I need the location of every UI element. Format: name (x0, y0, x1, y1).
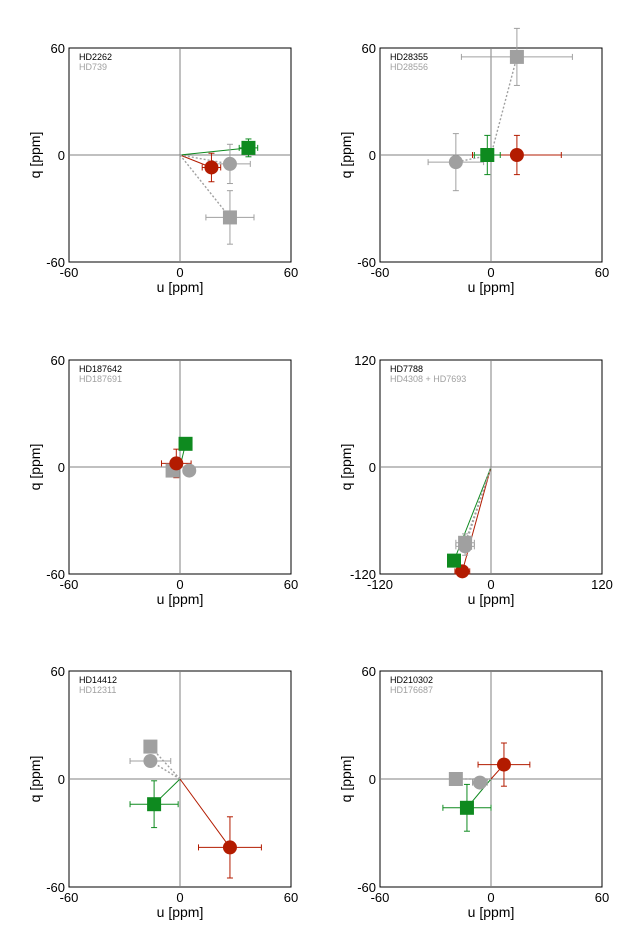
y-tick-label: 60 (362, 664, 376, 679)
x-tick-label: -60 (60, 890, 79, 905)
x-tick-label: 60 (595, 890, 609, 905)
legend-comparison-star: HD12311 (79, 685, 116, 695)
y-tick-label: -60 (357, 880, 376, 895)
x-tick-label: -120 (367, 577, 393, 592)
y-tick-label: 0 (369, 772, 376, 787)
data-point-square (143, 739, 158, 754)
x-tick-label: 0 (176, 265, 183, 280)
y-tick-label: 0 (369, 148, 376, 163)
data-point-square (447, 553, 461, 568)
data-point-square (448, 772, 463, 786)
x-tick-label: 0 (487, 577, 494, 592)
legend-primary-star: HD2262 (79, 52, 112, 62)
x-axis-label: u [ppm] (157, 904, 204, 920)
x-axis-label: u [ppm] (157, 279, 204, 295)
legend-primary-star: HD14412 (79, 675, 117, 685)
x-tick-label: 60 (595, 265, 609, 280)
data-point-circle (169, 456, 184, 471)
y-tick-label: -60 (46, 255, 65, 270)
x-tick-label: 120 (591, 577, 613, 592)
legend-comparison-star: HD176687 (390, 685, 433, 695)
x-tick-label: 0 (176, 577, 183, 592)
legend-comparison-star: HD4308 + HD7693 (390, 374, 466, 384)
x-axis-label: u [ppm] (157, 591, 204, 607)
x-tick-label: 0 (176, 890, 183, 905)
legend-primary-star: HD187642 (79, 364, 122, 374)
panel-6: -60 0 60 60 0 -60 u [ppm] q [ppm] HD210302HD1766… (338, 664, 609, 920)
legend-primary-star: HD28355 (390, 52, 428, 62)
data-point-square (222, 210, 237, 225)
data-point-square (459, 800, 474, 815)
y-tick-label: -60 (46, 567, 65, 582)
x-tick-label: 0 (487, 265, 494, 280)
data-point-circle (472, 775, 487, 790)
x-tick-label: -60 (60, 265, 79, 280)
y-tick-label: 60 (362, 41, 376, 56)
data-point-circle (448, 155, 463, 170)
y-tick-label: -60 (46, 880, 65, 895)
origin-connector-line (464, 466, 492, 544)
x-tick-label: -60 (60, 577, 79, 592)
origin-connector-line (179, 154, 231, 218)
data-point-square (509, 49, 524, 64)
legend-primary-star: HD210302 (390, 675, 433, 685)
origin-connector-line (179, 778, 231, 848)
y-tick-label: -120 (350, 567, 376, 582)
y-axis-label: q [ppm] (338, 756, 354, 803)
y-tick-label: 60 (51, 664, 65, 679)
origin-connector-line (179, 154, 231, 165)
data-point-square (458, 535, 473, 550)
data-point-circle (204, 160, 219, 175)
data-point-circle (143, 754, 158, 768)
panel-4: -120 0 120 120 0 -120 u [ppm] q [ppm] HD7788HD43… (338, 353, 613, 607)
data-point-square (241, 140, 256, 155)
legend-comparison-star: HD187691 (79, 374, 122, 384)
data-point-square (178, 436, 193, 451)
data-point-circle (509, 148, 524, 162)
y-axis-label: q [ppm] (27, 132, 43, 179)
legend-primary-star: HD7788 (390, 364, 423, 374)
x-tick-label: 60 (284, 265, 298, 280)
y-tick-label: 60 (51, 41, 65, 56)
origin-connector-line (179, 147, 249, 156)
data-point-circle (182, 463, 197, 478)
x-axis-label: u [ppm] (468, 904, 515, 920)
y-axis-label: q [ppm] (338, 444, 354, 491)
x-axis-label: u [ppm] (468, 279, 515, 295)
y-axis-label: q [ppm] (27, 444, 43, 491)
y-axis-label: q [ppm] (338, 132, 354, 179)
data-point-square (147, 797, 162, 812)
x-tick-label: -60 (371, 265, 390, 280)
data-point-circle (455, 564, 470, 579)
origin-connector-line (461, 466, 492, 572)
panel-3: -60 0 60 60 0 -60 u [ppm] q [ppm] HD187642HD1876… (27, 353, 298, 607)
x-tick-label: -60 (371, 890, 390, 905)
data-point-circle (222, 156, 237, 171)
y-tick-label: 0 (369, 460, 376, 475)
x-axis-label: u [ppm] (468, 591, 515, 607)
y-axis-label: q [ppm] (27, 756, 43, 803)
x-tick-label: 60 (284, 577, 298, 592)
x-tick-label: 0 (487, 890, 494, 905)
legend-comparison-star: HD739 (79, 62, 107, 72)
y-tick-label: 0 (58, 148, 65, 163)
data-point-square (480, 148, 495, 162)
x-tick-label: 60 (284, 890, 298, 905)
y-tick-label: 60 (51, 353, 65, 368)
y-tick-label: 0 (58, 772, 65, 787)
y-tick-label: 0 (58, 460, 65, 475)
origin-connector-line (490, 56, 518, 156)
y-tick-label: -60 (357, 255, 376, 270)
legend-comparison-star: HD28556 (390, 62, 428, 72)
y-tick-label: 120 (354, 353, 376, 368)
data-point-circle (222, 840, 237, 855)
data-point-circle (496, 757, 511, 772)
